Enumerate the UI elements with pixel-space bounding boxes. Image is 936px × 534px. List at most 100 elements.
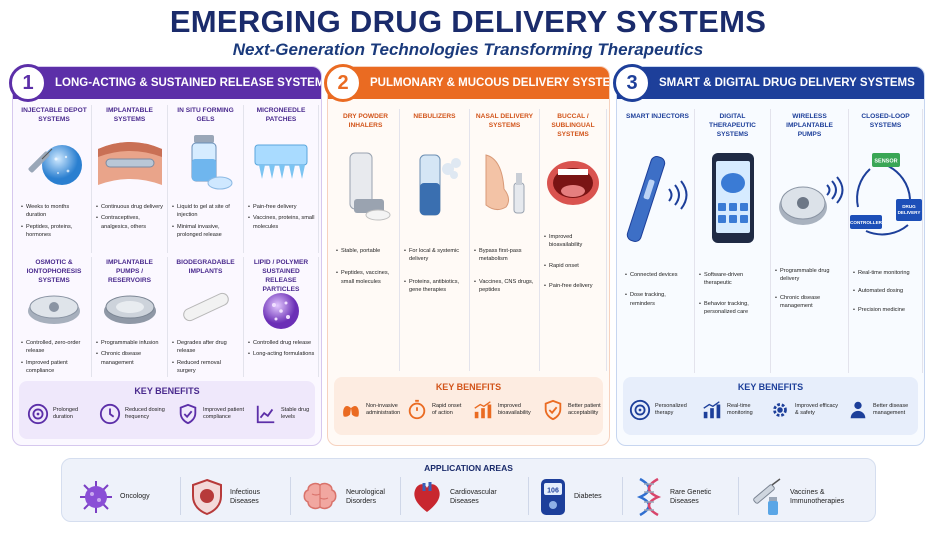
system-osmotic: OSMOTIC & IONTOPHORESIS SYSTEMS Controll… xyxy=(17,257,92,377)
system-title: CLOSED-LOOP SYSTEMS xyxy=(861,113,910,129)
application-item: 106 Diabetes xyxy=(538,475,602,519)
benefit-item: Personalized therapy xyxy=(629,399,695,421)
application-item: Oncology xyxy=(78,475,150,519)
system-points: Continuous drug delivery Contraceptives,… xyxy=(96,203,164,234)
benefit-label: Rapid onset of action xyxy=(432,402,462,416)
system-biodegradable: BIODEGRADABLE IMPLANTS Degrades after dr… xyxy=(168,257,244,377)
panel-number: 1 xyxy=(9,64,47,102)
benefit-label: Real-time monitoring xyxy=(727,402,753,416)
divider xyxy=(290,477,291,515)
bullet: Pain-free delivery xyxy=(248,203,315,212)
application-item: Vaccines & Immunotherapies xyxy=(748,475,862,519)
shield-check-icon xyxy=(179,403,197,425)
system-nasal: NASAL DELIVERY SYSTEMS Bypass first-pass… xyxy=(470,109,540,371)
drug-word: DRUG xyxy=(902,204,916,209)
osmotic-device-icon xyxy=(28,295,80,324)
page-title: EMERGING DRUG DELIVERY SYSTEMS xyxy=(169,4,767,39)
system-digital-therapeutic: DIGITAL THERAPEUTIC SYSTEMS Software-dri… xyxy=(695,109,771,373)
system-points: For local & systemic delivery Proteins, … xyxy=(404,247,466,298)
system-points: Liquid to gel at site of injection Minim… xyxy=(172,203,240,243)
shield-check-icon xyxy=(544,399,562,421)
bullet: Degrades after drug release xyxy=(172,339,240,356)
benefit-item: Improved efficacy & safety xyxy=(769,399,841,421)
system-points: Programmable infusion Chronic disease ma… xyxy=(96,339,164,370)
inhaler-icon xyxy=(349,152,390,221)
bullet: Rapid onset xyxy=(544,262,603,271)
system-implantable-pumps: IMPLANTABLE PUMPS / RESERVOIRS Programma… xyxy=(92,257,168,377)
key-benefits: KEY BENEFITS Non-invasive administration… xyxy=(334,377,603,435)
controller-label: CONTROLLER xyxy=(850,220,883,225)
bullet: Software-driven therapeutic xyxy=(699,271,767,288)
key-benefits-title: KEY BENEFITS xyxy=(134,386,200,396)
key-benefits-title: KEY BENEFITS xyxy=(737,382,804,392)
bullet: Behavior tracking, personalized care xyxy=(699,300,767,317)
system-title: DIGITAL THERAPEUTIC SYSTEMS xyxy=(709,113,756,138)
delivery-word: DELIVERY xyxy=(897,210,920,215)
panel-title: LONG-ACTING & SUSTAINED RELEASE SYSTEMS xyxy=(55,77,321,89)
bullet: Chronic disease management xyxy=(96,350,164,367)
panel-smart-digital: SMART & DIGITAL DRUG DELIVERY SYSTEMS 3 … xyxy=(613,64,925,446)
system-title: SMART INJECTORS xyxy=(626,113,689,120)
benefit-label: Better patient acceptability xyxy=(568,402,601,416)
implant-rod-icon xyxy=(97,142,162,185)
lungs-icon xyxy=(343,401,359,417)
divider xyxy=(738,477,739,515)
bullet: Weeks to months duration xyxy=(21,203,88,220)
bullet: Continuous drug delivery xyxy=(96,203,164,212)
bullet: Reduced removal surgery xyxy=(172,359,240,376)
system-points: Pain-free delivery Vaccines, proteins, s… xyxy=(248,203,315,234)
bullet: Controlled, zero-order release xyxy=(21,339,88,356)
bullet: Contraceptives, analgesics, others xyxy=(96,214,164,231)
system-points: Controlled drug release Long-acting form… xyxy=(248,339,315,362)
virus-shield-icon xyxy=(192,478,222,516)
drug-delivery-node xyxy=(895,199,922,221)
bullet: Proteins, antibiotics, gene therapies xyxy=(404,278,466,295)
system-points: Weeks to months duration Peptides, prote… xyxy=(21,203,88,243)
divider xyxy=(180,477,181,515)
benefit-label: Prolonged duration xyxy=(53,406,79,420)
clock-icon xyxy=(99,403,121,425)
benefit-item: Improved patient compliance xyxy=(177,403,249,425)
system-title: DRY POWDER INHALERS xyxy=(342,113,389,129)
system-points: Controlled, zero-order release Improved … xyxy=(21,339,88,379)
panel-header: PULMONARY & MUCOUS DELIVERY SYSTEMS xyxy=(328,67,609,99)
benefit-item: Better disease management xyxy=(847,399,917,421)
microneedle-patch-icon xyxy=(254,144,308,179)
system-points: Degrades after drug release Reduced remo… xyxy=(172,339,240,379)
smartphone-brain-icon xyxy=(711,153,754,243)
system-title: OSMOTIC & IONTOPHORESIS SYSTEMS xyxy=(26,259,82,284)
benefit-label: Non-invasive administration xyxy=(366,402,401,416)
key-benefits-title: KEY BENEFITS xyxy=(435,382,502,392)
application-areas-title: APPLICATION AREAS xyxy=(424,463,513,473)
benefit-label: Stable drug levels xyxy=(281,406,310,420)
key-benefits: KEY BENEFITS Personalized therapy Real-t… xyxy=(623,377,918,435)
system-title: NASAL DELIVERY SYSTEMS xyxy=(475,113,534,129)
bullet: Improved patient compliance xyxy=(21,359,88,376)
gel-vial-icon xyxy=(191,135,232,190)
benefit-item: Better patient acceptability xyxy=(542,399,604,421)
glucose-meter-icon: 106 xyxy=(541,479,565,515)
bullet: Automated dosing xyxy=(853,287,919,296)
panel-number: 3 xyxy=(613,64,651,102)
benefit-item: Stable drug levels xyxy=(255,403,311,425)
benefit-item: Improved bioavailability xyxy=(472,399,534,421)
system-title: IMPLANTABLE SYSTEMS xyxy=(106,107,153,123)
benefit-item: Rapid onset of action xyxy=(406,399,464,421)
sensor-label: SENSOR xyxy=(874,159,897,165)
glucose-reading: 106 xyxy=(547,488,559,495)
application-item: Rare Genetic Diseases xyxy=(634,475,712,519)
dna-icon xyxy=(636,477,662,517)
system-points: Software-driven therapeutic Behavior tra… xyxy=(699,271,767,320)
particle-icon xyxy=(263,293,299,329)
benefit-label: Better disease management xyxy=(873,402,909,416)
benefit-item: Reduced dosing frequency xyxy=(99,403,169,425)
application-item: Neurological Disorders xyxy=(300,475,390,519)
controller-node xyxy=(849,215,882,229)
key-benefits: KEY BENEFITS Prolonged duration Reduced … xyxy=(19,381,315,439)
wireless-pump-icon xyxy=(778,176,843,225)
sensor-node xyxy=(871,153,900,167)
bullet: Dose tracking, reminders xyxy=(625,291,691,308)
benefit-label: Improved bioavailability xyxy=(498,402,531,416)
